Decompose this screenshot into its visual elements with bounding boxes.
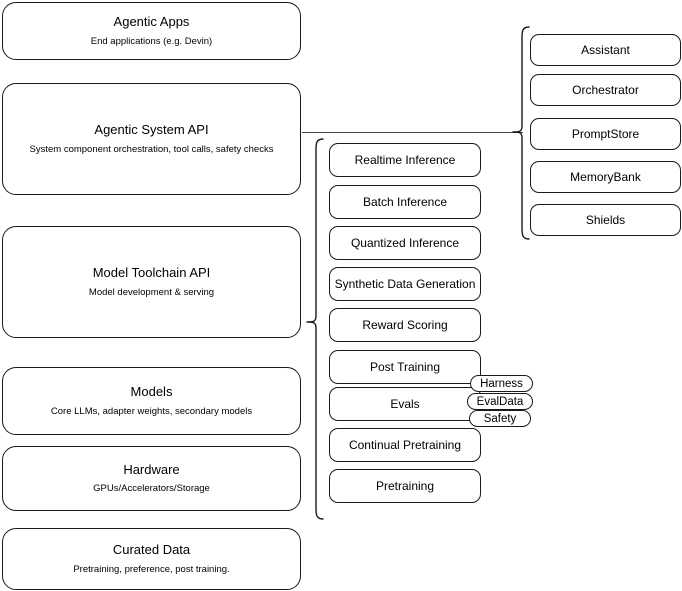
- capability-post-training[interactable]: Post Training: [329, 350, 481, 384]
- capability-label: Reward Scoring: [362, 317, 448, 332]
- capability-label: Batch Inference: [362, 194, 448, 209]
- stack-layer-agentic-system-api[interactable]: Agentic System API System component orch…: [2, 83, 301, 195]
- capability-label: Quantized Inference: [350, 235, 460, 250]
- capability-continual-pretraining[interactable]: Continual Pretraining: [329, 428, 481, 462]
- component-label: Shields: [585, 212, 626, 227]
- pill-label: Safety: [483, 412, 517, 425]
- layer-title: Models: [130, 384, 173, 400]
- layer-title: Hardware: [123, 461, 180, 477]
- capability-reward-scoring[interactable]: Reward Scoring: [329, 308, 481, 342]
- system-component-memorybank[interactable]: MemoryBank: [530, 161, 681, 193]
- brace-toolchain-capabilities: [306, 138, 324, 520]
- layer-title: Agentic Apps: [113, 14, 190, 30]
- capability-label: Synthetic Data Generation: [334, 276, 476, 291]
- stack-layer-hardware[interactable]: Hardware GPUs/Accelerators/Storage: [2, 446, 301, 511]
- evals-subcomponent-evaldata[interactable]: EvalData: [467, 393, 533, 410]
- brace-system-components: [512, 26, 530, 240]
- component-label: Assistant: [581, 42, 630, 57]
- layer-subtitle: Pretraining, preference, post training.: [73, 563, 230, 575]
- system-component-shields[interactable]: Shields: [530, 204, 681, 236]
- layer-subtitle: Core LLMs, adapter weights, secondary mo…: [50, 405, 253, 417]
- layer-subtitle: GPUs/Accelerators/Storage: [93, 483, 210, 495]
- capability-pretraining[interactable]: Pretraining: [329, 469, 481, 503]
- stack-layer-curated-data[interactable]: Curated Data Pretraining, preference, po…: [2, 528, 301, 590]
- capability-label: Realtime Inference: [354, 152, 456, 167]
- component-label: PromptStore: [571, 126, 640, 141]
- layer-subtitle: System component orchestration, tool cal…: [29, 143, 274, 155]
- capability-realtime-inference[interactable]: Realtime Inference: [329, 143, 481, 177]
- system-component-assistant[interactable]: Assistant: [530, 34, 681, 66]
- evals-subcomponent-harness[interactable]: Harness: [470, 375, 533, 392]
- layer-title: Agentic System API: [94, 122, 209, 138]
- layer-subtitle: End applications (e.g. Devin): [90, 35, 213, 47]
- system-component-orchestrator[interactable]: Orchestrator: [530, 74, 681, 106]
- component-label: MemoryBank: [570, 169, 641, 184]
- stack-layer-models[interactable]: Models Core LLMs, adapter weights, secon…: [2, 367, 301, 435]
- capability-evals[interactable]: Evals: [329, 387, 481, 421]
- layer-title: Model Toolchain API: [92, 265, 211, 281]
- evals-subcomponent-safety[interactable]: Safety: [469, 410, 531, 427]
- capability-synthetic-data-generation[interactable]: Synthetic Data Generation: [329, 267, 481, 301]
- capability-label: Pretraining: [375, 478, 435, 493]
- capability-quantized-inference[interactable]: Quantized Inference: [329, 226, 481, 260]
- capability-label: Continual Pretraining: [348, 437, 462, 452]
- connector-system-api-to-components: [302, 132, 523, 133]
- pill-label: Harness: [480, 377, 523, 390]
- stack-layer-model-toolchain-api[interactable]: Model Toolchain API Model development & …: [2, 226, 301, 338]
- stack-layer-agentic-apps[interactable]: Agentic Apps End applications (e.g. Devi…: [2, 2, 301, 60]
- capability-batch-inference[interactable]: Batch Inference: [329, 185, 481, 219]
- component-label: Orchestrator: [572, 82, 639, 97]
- capability-label: Evals: [390, 396, 420, 411]
- pill-label: EvalData: [476, 395, 524, 408]
- system-component-promptstore[interactable]: PromptStore: [530, 118, 681, 150]
- capability-label: Post Training: [369, 359, 441, 374]
- layer-subtitle: Model development & serving: [88, 286, 215, 298]
- layer-title: Curated Data: [112, 542, 191, 558]
